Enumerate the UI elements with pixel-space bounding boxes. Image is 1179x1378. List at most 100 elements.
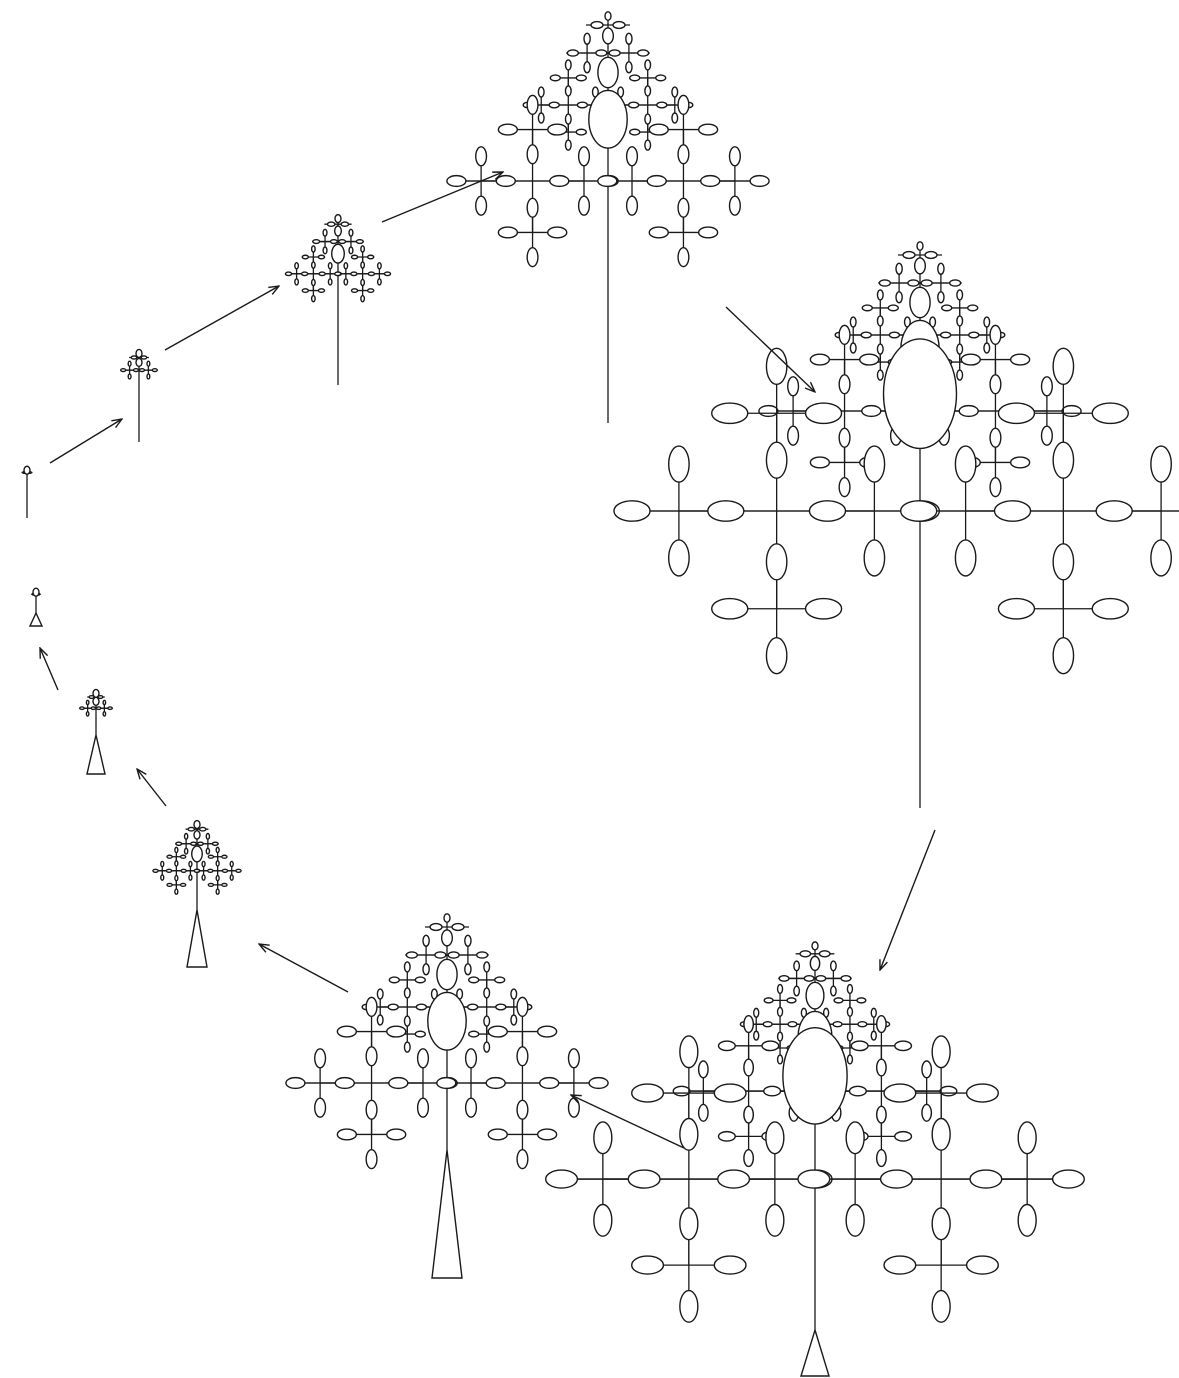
old-tree-leaf <box>1018 1122 1036 1154</box>
young-tree-tip-leaf <box>335 226 342 236</box>
mature-tree-leaf <box>889 332 899 338</box>
arrow-mature-tree-to-old-tree <box>880 830 935 970</box>
old-tree-leaf <box>833 1022 842 1027</box>
tree-leaf <box>645 60 651 70</box>
mature-tree-leaf <box>957 370 963 380</box>
young-tree-leaf <box>339 240 346 244</box>
tree-leaf <box>550 75 560 81</box>
old-tree-leaf <box>714 1084 746 1102</box>
old-tree-leaf <box>719 1041 736 1050</box>
tree-leaf <box>613 22 625 29</box>
tree-leaf <box>626 62 632 73</box>
old-tree-leaf <box>778 1032 783 1041</box>
old-tree-cone-trunk <box>801 1330 829 1376</box>
declining-tree-leaf <box>388 1004 398 1010</box>
sapling-leaf <box>147 361 150 366</box>
tree-leaf <box>550 176 569 187</box>
dying-tree-leaf <box>206 848 209 854</box>
old-tree-leaf <box>846 1205 864 1237</box>
tree-stage-declining-tree <box>286 914 608 1278</box>
mature-tree-leaf <box>990 375 1001 394</box>
dying-tree-leaf <box>188 827 194 831</box>
declining-tree-leaf <box>315 1049 326 1068</box>
sapling-leaf <box>147 374 150 379</box>
declining-tree-leaf <box>416 1004 426 1010</box>
declining-tree-tip-leaf <box>444 914 450 922</box>
old-tree-leaf <box>680 1208 698 1240</box>
young-tree-leaf <box>302 272 308 276</box>
sapling-leaf <box>134 369 139 372</box>
young-tree-leaf <box>312 279 316 285</box>
mature-tree-leaf <box>957 290 963 300</box>
mature-tree-leaf <box>864 540 884 576</box>
tree-leaf <box>627 196 638 215</box>
old-tree-tip-leaf <box>783 1028 847 1124</box>
young-tree-leaf <box>361 246 365 252</box>
dying-tree-tip-leaf <box>194 821 200 829</box>
arrow-seedling-to-sapling <box>50 419 122 463</box>
mature-tree-leaf <box>839 478 850 497</box>
old-tree-leaf <box>940 1086 957 1095</box>
declining-tree-leaf <box>538 1026 557 1037</box>
dying-tree-leaf <box>185 848 188 854</box>
mature-tree-leaf <box>998 403 1034 423</box>
declining-tree-leaf <box>418 1049 429 1068</box>
tree-leaf <box>527 198 538 217</box>
tree-stage-mature-tree <box>614 242 1179 808</box>
tree-leaf <box>576 129 586 135</box>
declining-tree-leaf <box>469 1031 479 1037</box>
mature-tree-leaf <box>1053 638 1073 674</box>
mature-tree-leaf <box>1096 501 1132 521</box>
dying-tree-leaf <box>176 842 182 845</box>
tree-leaf <box>645 140 651 150</box>
young-tree-leaf <box>295 263 299 269</box>
dying-tree-leaf <box>216 876 219 881</box>
declining-tree-leaf <box>569 1098 580 1117</box>
declining-tree-leaf <box>404 1016 410 1026</box>
mature-tree-leaf <box>766 544 786 580</box>
tree-leaf <box>657 102 667 108</box>
old-tree-tip-leaf <box>812 942 818 950</box>
young-tree-leaf <box>361 296 365 302</box>
mature-tree-leaf <box>1053 544 1073 580</box>
old-tree-leaf <box>932 1208 950 1240</box>
dying-tree-leaf <box>175 876 178 881</box>
mature-tree-leaf <box>712 403 748 423</box>
mature-tree-leaf <box>1011 457 1030 468</box>
declining-tree-leaf <box>540 1078 559 1089</box>
old-tree-leaf <box>922 1061 931 1078</box>
mature-tree-leaf <box>810 354 829 365</box>
mature-tree-leaf <box>712 599 748 619</box>
declining-tree-leaf <box>517 1150 528 1169</box>
old-tree-leaf <box>719 1132 736 1141</box>
old-tree-leaf <box>766 1205 784 1237</box>
mature-tree-leaf <box>1042 426 1053 445</box>
young-tree-leaf <box>312 246 316 252</box>
tree-leaf <box>672 87 678 97</box>
mature-tree-leaf <box>921 280 932 286</box>
mature-tree-leaf <box>896 292 902 303</box>
declining-tree-leaf <box>387 1026 406 1037</box>
old-tree-leaf <box>632 1084 664 1102</box>
declining-tree-leaf <box>468 1004 478 1010</box>
young-tree-leaf <box>351 272 357 276</box>
old-tree-tip-leaf <box>806 982 824 1009</box>
declining-tree-leaf <box>465 935 471 946</box>
mature-tree-leaf <box>850 343 856 353</box>
tree-leaf <box>576 75 586 81</box>
mature-tree-leaf <box>860 354 879 365</box>
tree-tip-leaf <box>589 90 627 148</box>
tree-leaf <box>598 176 617 187</box>
young-tree-leaf <box>361 262 365 268</box>
sapling-leaf <box>141 356 146 359</box>
mature-tree-leaf <box>864 446 884 482</box>
old-tree-leaf <box>847 985 852 994</box>
mature-tree-leaf <box>896 263 902 274</box>
mature-tree-leaf <box>1053 442 1073 478</box>
tree-leaf <box>627 147 638 166</box>
tree-leaf <box>498 124 517 135</box>
mature-tree-leaf <box>708 501 744 521</box>
dying-tree-tier-1 <box>186 821 209 831</box>
dying-tree-leaf <box>153 869 158 872</box>
dead-tree-cone-trunk <box>87 735 105 774</box>
